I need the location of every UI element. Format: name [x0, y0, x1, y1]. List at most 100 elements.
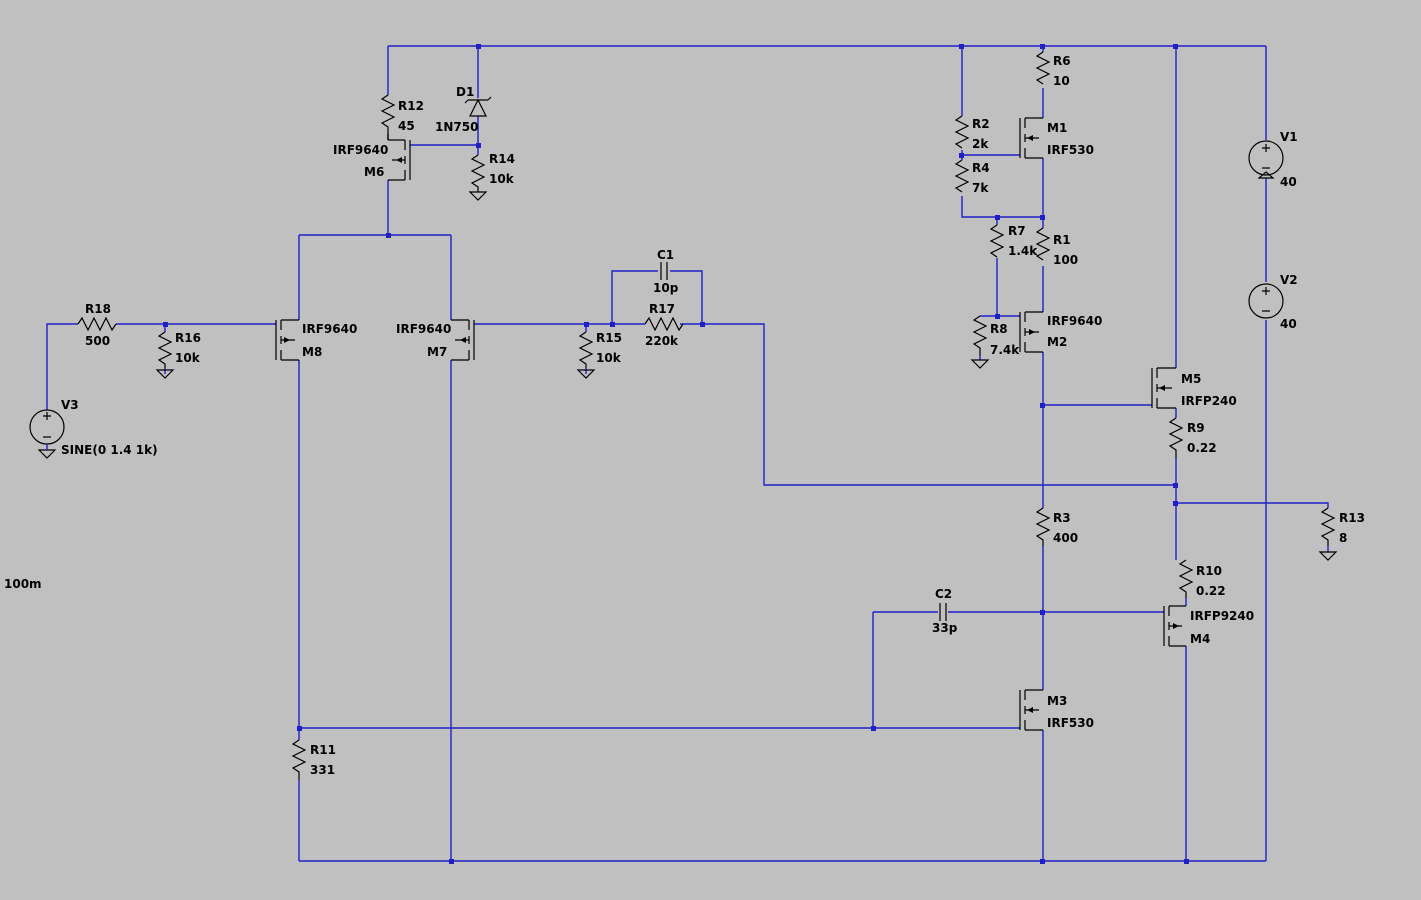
mosfet-arrow — [460, 337, 466, 343]
r3-value: 400 — [1053, 531, 1078, 545]
r10-ref: R10 — [1196, 564, 1222, 578]
junction-dot — [995, 314, 1000, 319]
junction-dot — [1040, 859, 1045, 864]
r18-value: 500 — [85, 334, 110, 348]
junction-dot — [1184, 859, 1189, 864]
r18-ref: R18 — [85, 302, 111, 316]
junction-dot — [610, 322, 615, 327]
r1-resistor-symbol[interactable] — [1035, 227, 1051, 261]
r7-resistor-symbol[interactable] — [989, 224, 1005, 258]
plus-sign — [1262, 287, 1270, 295]
c1-capacitor-symbol[interactable] — [660, 262, 668, 280]
r11-value: 331 — [310, 763, 335, 777]
m8-ref: M8 — [302, 345, 322, 359]
r15-resistor-symbol[interactable] — [578, 331, 594, 368]
m3-value: IRF530 — [1047, 716, 1094, 730]
mosfet-arrow — [1027, 707, 1033, 713]
component-symbols — [29, 51, 1338, 780]
r17-resistor-symbol[interactable] — [644, 316, 684, 332]
r3-ref: R3 — [1053, 511, 1071, 525]
ground-icon — [970, 359, 990, 369]
r14-resistor-symbol[interactable] — [470, 154, 486, 192]
m8-mosfet-symbol[interactable] — [275, 319, 299, 361]
v2-voltage-source[interactable] — [1248, 283, 1284, 319]
r2-ref: R2 — [972, 117, 990, 131]
junction-dot — [959, 153, 964, 158]
r18-resistor-symbol[interactable] — [77, 316, 117, 332]
r7-ref: R7 — [1008, 224, 1026, 238]
junction-dot — [1173, 44, 1178, 49]
spice-directive[interactable]: 100m — [4, 577, 42, 591]
m3-ref: M3 — [1047, 694, 1067, 708]
wires — [46, 45, 1329, 862]
labels: R12 45 D1 1N750 R14 10k M6 IRF9640 R6 10… — [4, 54, 1365, 777]
v2-value: 40 — [1280, 317, 1297, 331]
mosfet-arrow — [1173, 623, 1179, 629]
r2-value: 2k — [972, 137, 989, 151]
d1-ref: D1 — [456, 85, 474, 99]
r2-resistor-symbol[interactable] — [954, 115, 970, 149]
junction-dot — [584, 322, 589, 327]
wire — [611, 270, 658, 324]
m3-mosfet-symbol[interactable] — [1019, 689, 1043, 731]
r15-ref: R15 — [596, 331, 622, 345]
mosfet-arrow — [284, 337, 290, 343]
c1-ref: C1 — [657, 248, 674, 262]
m5-value: IRFP240 — [1181, 394, 1237, 408]
plus-sign — [43, 412, 51, 420]
m6-mosfet-symbol[interactable] — [388, 139, 411, 181]
m6-ref: M6 — [364, 165, 384, 179]
junction-dot — [1173, 483, 1178, 488]
r11-resistor-symbol[interactable] — [291, 739, 307, 780]
junction-dot — [476, 143, 481, 148]
junction-dot — [476, 44, 481, 49]
c1-value: 10p — [653, 281, 679, 295]
r16-ref: R16 — [175, 331, 201, 345]
r9-value: 0.22 — [1187, 441, 1217, 455]
m4-mosfet-symbol[interactable] — [1163, 605, 1186, 647]
c2-ref: C2 — [935, 587, 952, 601]
r12-ref: R12 — [398, 99, 424, 113]
d1-value: 1N750 — [435, 120, 478, 134]
r12-value: 45 — [398, 119, 415, 133]
r15-value: 10k — [596, 351, 622, 365]
ground-icon — [468, 191, 488, 201]
ground-icon — [576, 369, 596, 379]
junction-dot — [871, 726, 876, 731]
r6-resistor-symbol[interactable] — [1035, 51, 1051, 85]
m4-ref: M4 — [1190, 632, 1210, 646]
c2-capacitor-symbol[interactable] — [939, 603, 947, 621]
r16-resistor-symbol[interactable] — [157, 331, 173, 368]
junction-dot — [1040, 44, 1045, 49]
r13-resistor-symbol[interactable] — [1320, 507, 1336, 546]
v1-voltage-source[interactable] — [1248, 140, 1284, 179]
r12-resistor-symbol[interactable] — [380, 94, 396, 140]
r4-resistor-symbol[interactable] — [954, 159, 970, 193]
junction-dot — [1040, 215, 1045, 220]
r9-resistor-symbol[interactable] — [1168, 417, 1184, 458]
v3-voltage-source[interactable] — [29, 409, 65, 450]
junctions — [163, 44, 1189, 864]
r13-value: 8 — [1339, 531, 1347, 545]
wire — [961, 196, 1043, 218]
m1-ref: M1 — [1047, 121, 1067, 135]
m1-mosfet-symbol[interactable] — [1019, 117, 1043, 159]
junction-dot — [163, 322, 168, 327]
r8-resistor-symbol[interactable] — [972, 315, 988, 356]
r17-value: 220k — [645, 334, 679, 348]
r13-ref: R13 — [1339, 511, 1365, 525]
junction-dot — [297, 726, 302, 731]
source-circle — [1248, 140, 1284, 176]
r3-resistor-symbol[interactable] — [1035, 507, 1051, 546]
m4-value: IRFP9240 — [1190, 609, 1254, 623]
r10-resistor-symbol[interactable] — [1178, 559, 1194, 598]
d1-zener-symbol[interactable] — [464, 96, 492, 117]
c2-value: 33p — [932, 621, 958, 635]
m7-mosfet-symbol[interactable] — [451, 319, 475, 361]
m5-mosfet-symbol[interactable] — [1151, 367, 1176, 409]
m1-value: IRF530 — [1047, 143, 1094, 157]
m2-mosfet-symbol[interactable] — [1019, 311, 1043, 353]
ground-icon — [1318, 551, 1338, 561]
m2-ref: M2 — [1047, 335, 1067, 349]
